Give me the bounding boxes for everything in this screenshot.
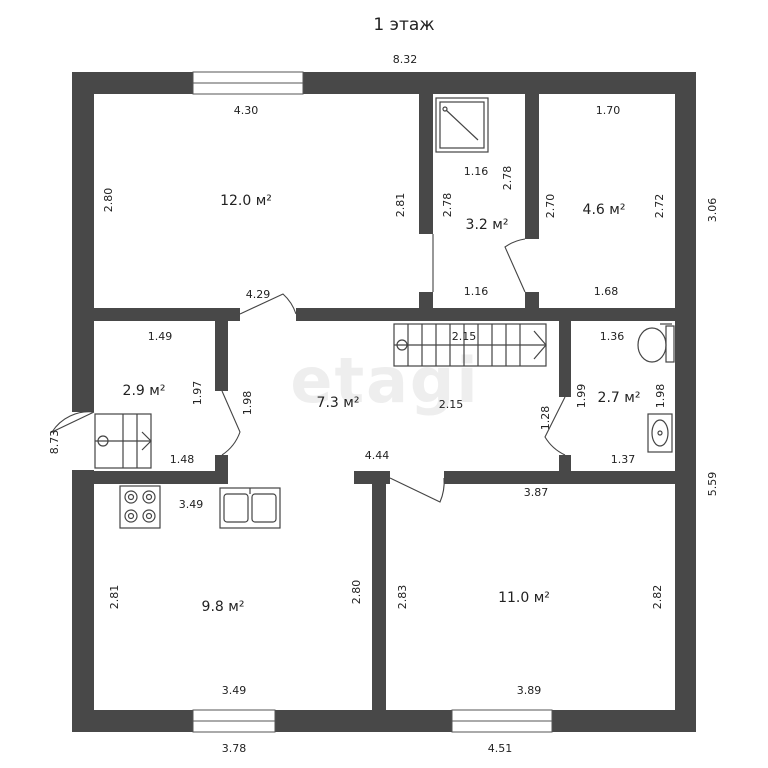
- room-area: 12.0 м²: [220, 193, 272, 209]
- vestibule-stairs-icon: [94, 413, 152, 469]
- room-area: 4.6 м²: [583, 202, 626, 218]
- svg-text:3.87: 3.87: [524, 486, 549, 499]
- fixtures: [94, 97, 675, 529]
- entrance-door[interactable]: [50, 411, 95, 434]
- svg-text:1.28: 1.28: [539, 406, 552, 431]
- svg-text:2.80: 2.80: [102, 188, 115, 213]
- room-area: 2.7 м²: [598, 390, 641, 406]
- svg-text:2.72: 2.72: [653, 194, 666, 219]
- toilet-icon: [637, 323, 675, 363]
- dim-top-width: 8.32: [393, 53, 418, 66]
- door-room-top-left: [239, 293, 297, 315]
- svg-text:2.70: 2.70: [544, 194, 557, 219]
- dim-bottom-right-width: 4.51: [488, 742, 513, 755]
- cooktop-icon: [119, 485, 161, 529]
- svg-text:2.15: 2.15: [439, 398, 464, 411]
- windows: [192, 71, 553, 733]
- svg-text:1.36: 1.36: [600, 330, 625, 343]
- room-vestibule: 2.9 м² 1.49 1.48 1.97: [123, 330, 204, 466]
- svg-text:1.16: 1.16: [464, 285, 489, 298]
- svg-text:1.48: 1.48: [170, 453, 195, 466]
- room-bottom-right: 11.0 м² 3.87 3.89 2.83 2.82: [396, 486, 664, 697]
- svg-text:1.97: 1.97: [191, 381, 204, 406]
- stairs-icon: [393, 323, 547, 367]
- svg-text:1.70: 1.70: [596, 104, 621, 117]
- svg-text:4.30: 4.30: [234, 104, 259, 117]
- sink-icon: [647, 413, 673, 453]
- svg-text:2.81: 2.81: [108, 585, 121, 610]
- svg-text:2.78: 2.78: [501, 166, 514, 191]
- dim-right-top-height: 3.06: [706, 198, 719, 223]
- room-top-right: 4.6 м² 1.70 1.68 2.70 2.72: [544, 104, 666, 298]
- room-kitchen: 9.8 м² 3.49 3.49 2.81 2.80: [108, 498, 363, 697]
- room-hall: 7.3 м² 2.15 2.15 4.44 1.98 1.28: [241, 330, 552, 462]
- svg-text:3.49: 3.49: [179, 498, 204, 511]
- room-area: 11.0 м²: [498, 590, 550, 606]
- svg-text:1.49: 1.49: [148, 330, 173, 343]
- door-room-bottom-right: [389, 477, 445, 503]
- shower-icon: [435, 97, 489, 153]
- floor-title: 1 этаж: [373, 15, 434, 35]
- svg-text:1.37: 1.37: [611, 453, 636, 466]
- svg-text:1.98: 1.98: [241, 391, 254, 416]
- svg-text:2.80: 2.80: [350, 580, 363, 605]
- door-wc: [544, 396, 566, 456]
- room-top-left: 12.0 м² 4.30 4.29 2.80 2.81: [102, 104, 407, 301]
- interior-walls: [94, 94, 675, 710]
- dim-right-bottom-height: 5.59: [706, 472, 719, 497]
- svg-text:3.89: 3.89: [517, 684, 542, 697]
- svg-text:4.29: 4.29: [246, 288, 271, 301]
- doors: [221, 234, 566, 503]
- overall-dimensions: 8.32 3.78 4.51 8.73 3.06 5.59: [48, 53, 719, 755]
- door-room-top-right: [504, 238, 526, 293]
- svg-text:2.78: 2.78: [441, 193, 454, 218]
- svg-text:1.98: 1.98: [654, 384, 667, 409]
- double-sink-icon: [219, 487, 281, 529]
- room-area: 9.8 м²: [202, 599, 245, 615]
- svg-text:4.44: 4.44: [365, 449, 390, 462]
- watermark: etagi: [290, 344, 479, 417]
- svg-text:2.83: 2.83: [396, 585, 409, 610]
- svg-text:2.81: 2.81: [394, 193, 407, 218]
- door-vestibule: [221, 390, 241, 456]
- room-wc: 2.7 м² 1.36 1.37 1.99 1.98: [575, 330, 667, 466]
- room-area: 3.2 м²: [466, 217, 509, 233]
- svg-text:3.49: 3.49: [222, 684, 247, 697]
- room-area: 2.9 м²: [123, 383, 166, 399]
- svg-text:1.99: 1.99: [575, 384, 588, 409]
- dim-left-height: 8.73: [48, 430, 61, 455]
- entrance-opening: [70, 412, 96, 470]
- svg-text:2.15: 2.15: [452, 330, 477, 343]
- dim-bottom-left-width: 3.78: [222, 742, 247, 755]
- room-area: 7.3 м²: [317, 395, 360, 411]
- svg-text:2.82: 2.82: [651, 585, 664, 610]
- room-shower: 3.2 м² 1.16 1.16 2.78 2.78: [441, 165, 514, 298]
- svg-text:1.68: 1.68: [594, 285, 619, 298]
- svg-text:1.16: 1.16: [464, 165, 489, 178]
